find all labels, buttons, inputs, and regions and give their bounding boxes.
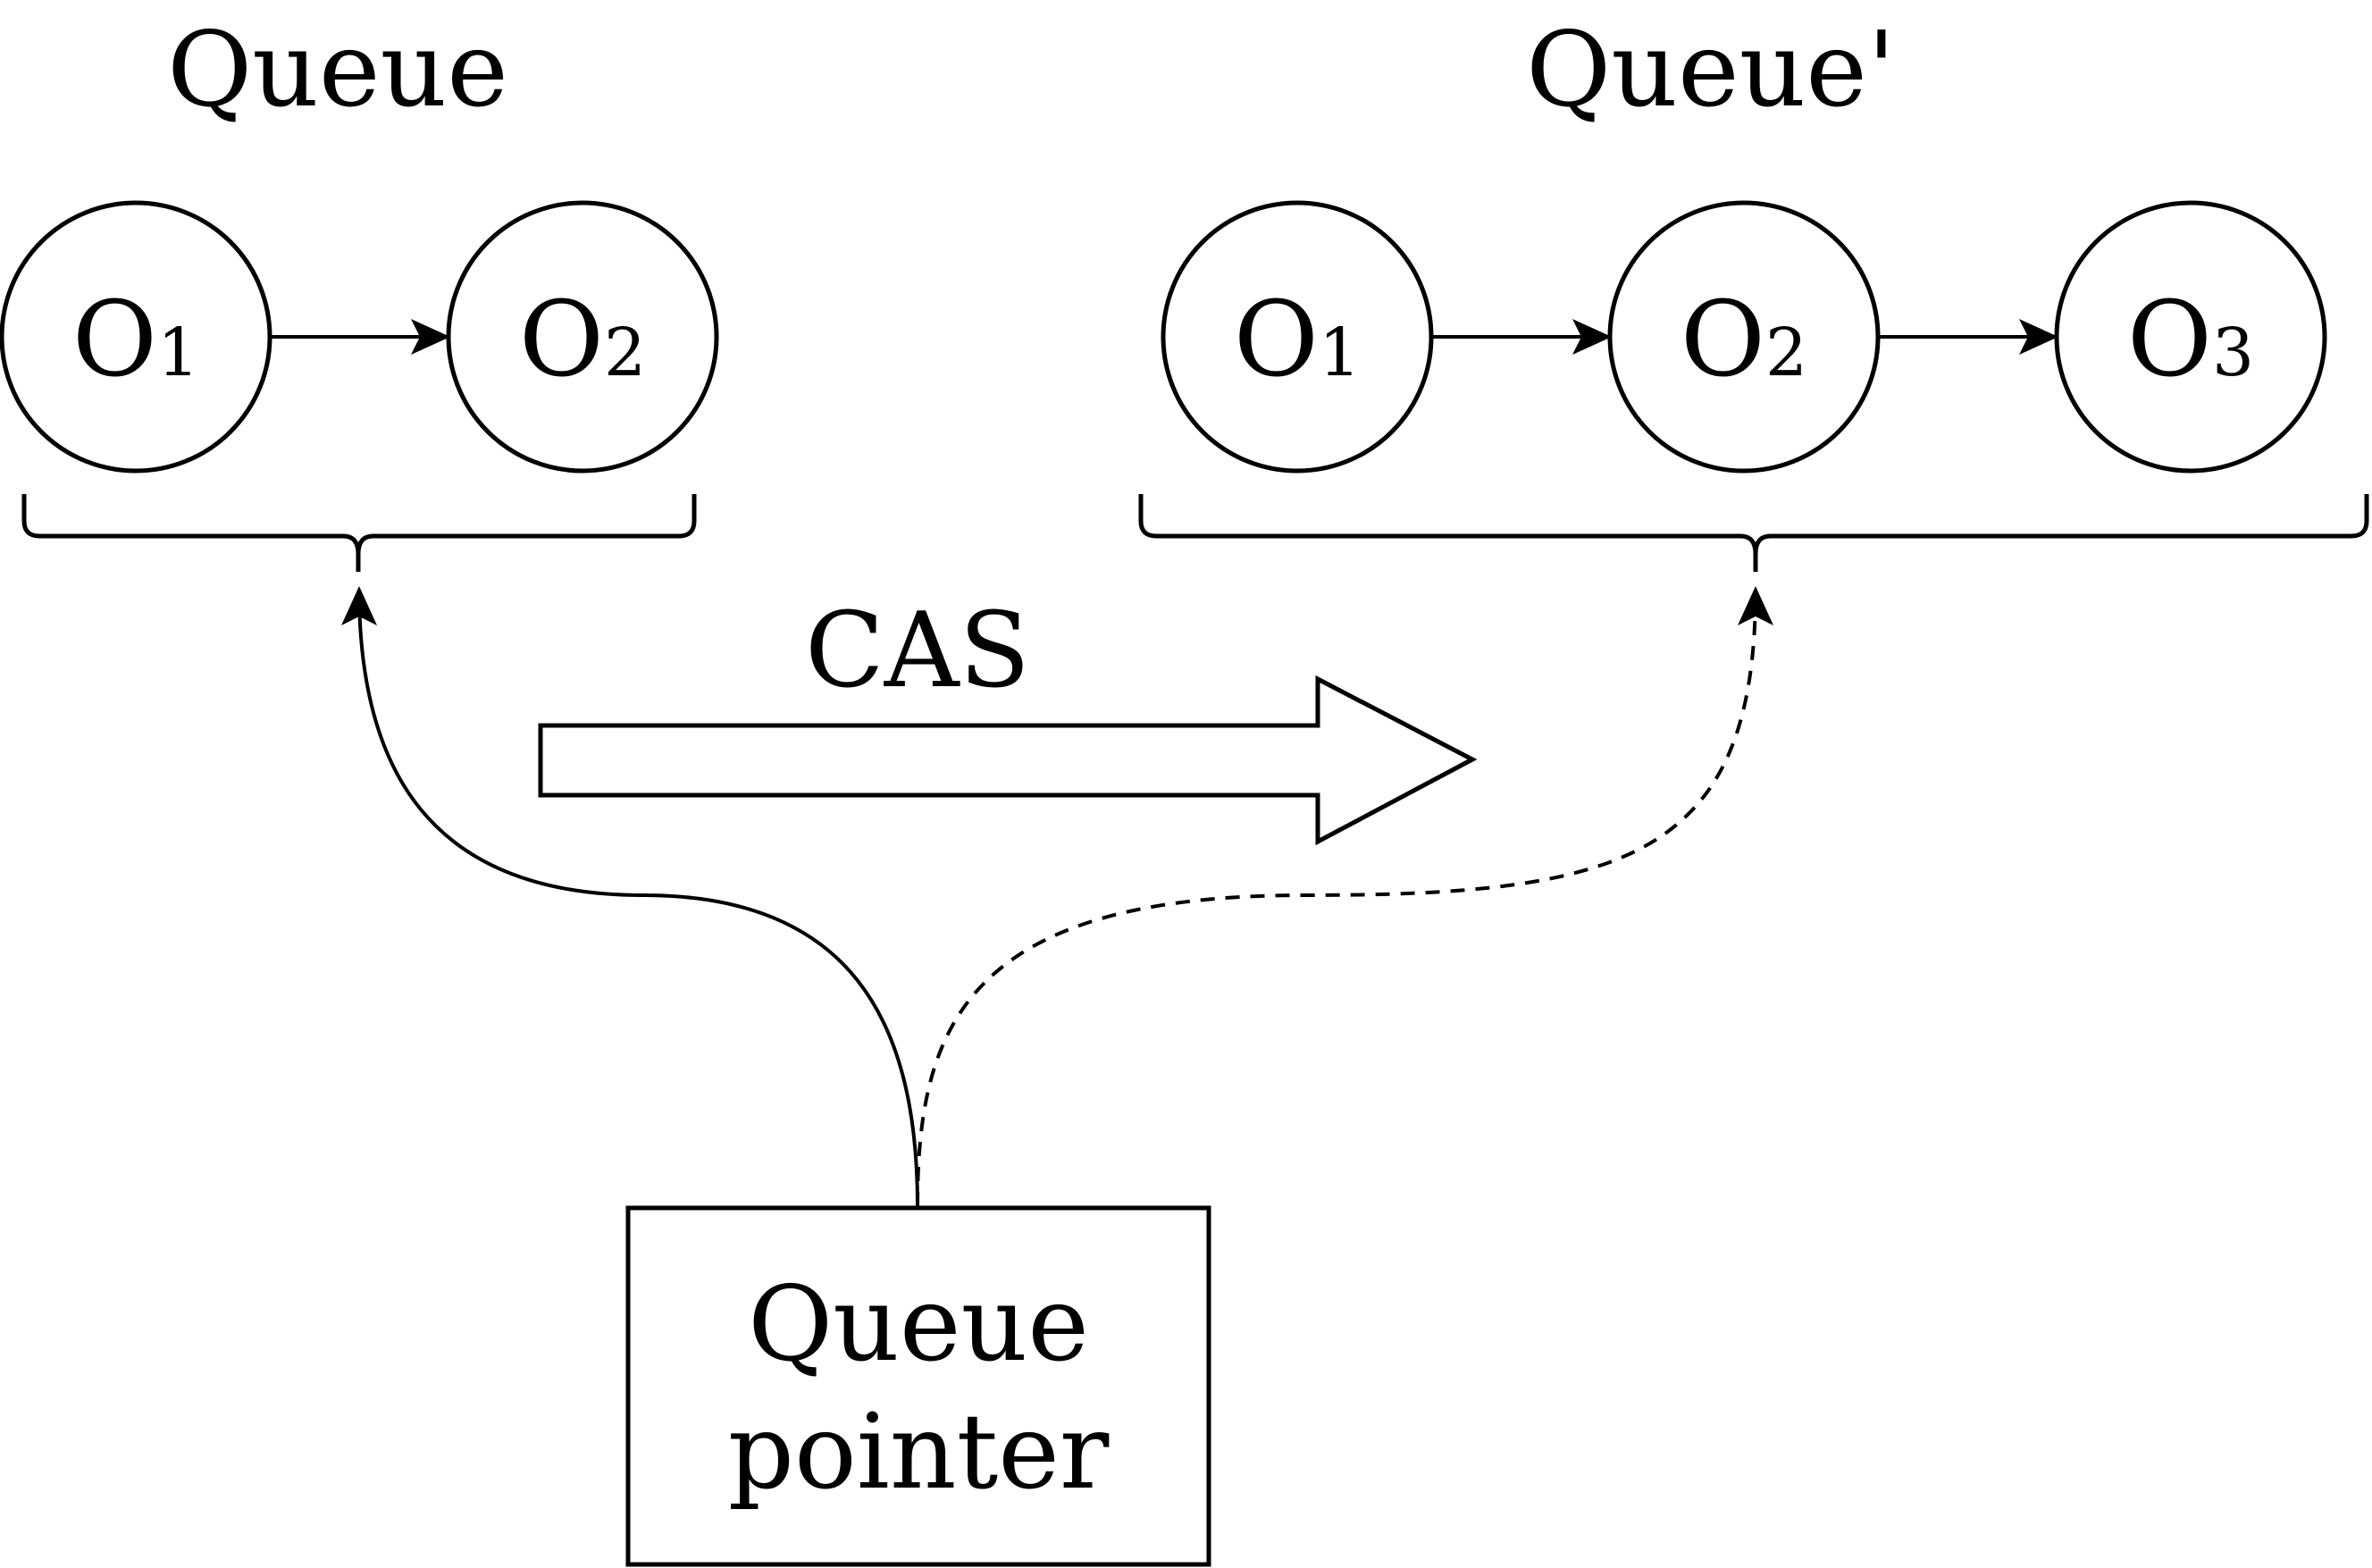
- queue-prime-node-1-letter: O: [1234, 280, 1319, 400]
- queue-pointer-box: Queue pointer: [625, 1205, 1211, 1567]
- queue-node-1-letter: O: [72, 280, 157, 400]
- queue-title: Queue: [167, 10, 508, 130]
- queue-prime-node-2-index: 2: [1765, 314, 1807, 391]
- queue-prime-node-3-label: O3: [2127, 280, 2254, 400]
- queue-node-2-label: O2: [519, 280, 646, 400]
- queue-prime-node-3-letter: O: [2127, 280, 2212, 400]
- queue-node-2-letter: O: [519, 280, 604, 400]
- queue-prime-title: Queue': [1526, 10, 1896, 130]
- queue-brace: [21, 494, 697, 572]
- queue-prime-node-1-index: 1: [1319, 314, 1361, 391]
- cas-label: CAS: [805, 591, 1030, 711]
- queue-prime-node-2-label: O2: [1681, 280, 1807, 400]
- queue-node-2-index: 2: [604, 314, 646, 391]
- queue-pointer-line1: Queue: [748, 1264, 1089, 1385]
- queue-prime-node-2: O2: [1607, 200, 1881, 474]
- queue-prime-brace: [1138, 494, 2369, 572]
- queue-prime-node-2-letter: O: [1681, 280, 1765, 400]
- queue-prime-node-3: O3: [2054, 200, 2327, 474]
- cas-arrow: [538, 675, 1478, 846]
- queue-pointer-line2: pointer: [728, 1392, 1110, 1513]
- queue-node-1: O1: [0, 200, 272, 474]
- queue-prime-node-3-index: 3: [2212, 314, 2254, 391]
- queue-prime-node-1: O1: [1161, 200, 1434, 474]
- queue-node-2: O2: [446, 200, 719, 474]
- queue-node-1-label: O1: [72, 280, 199, 400]
- queue-node-1-index: 1: [157, 314, 199, 391]
- current-pointer-link: [341, 586, 919, 1207]
- new-pointer-link-dashed: [916, 586, 1773, 1207]
- queue-prime-node-1-label: O1: [1234, 280, 1361, 400]
